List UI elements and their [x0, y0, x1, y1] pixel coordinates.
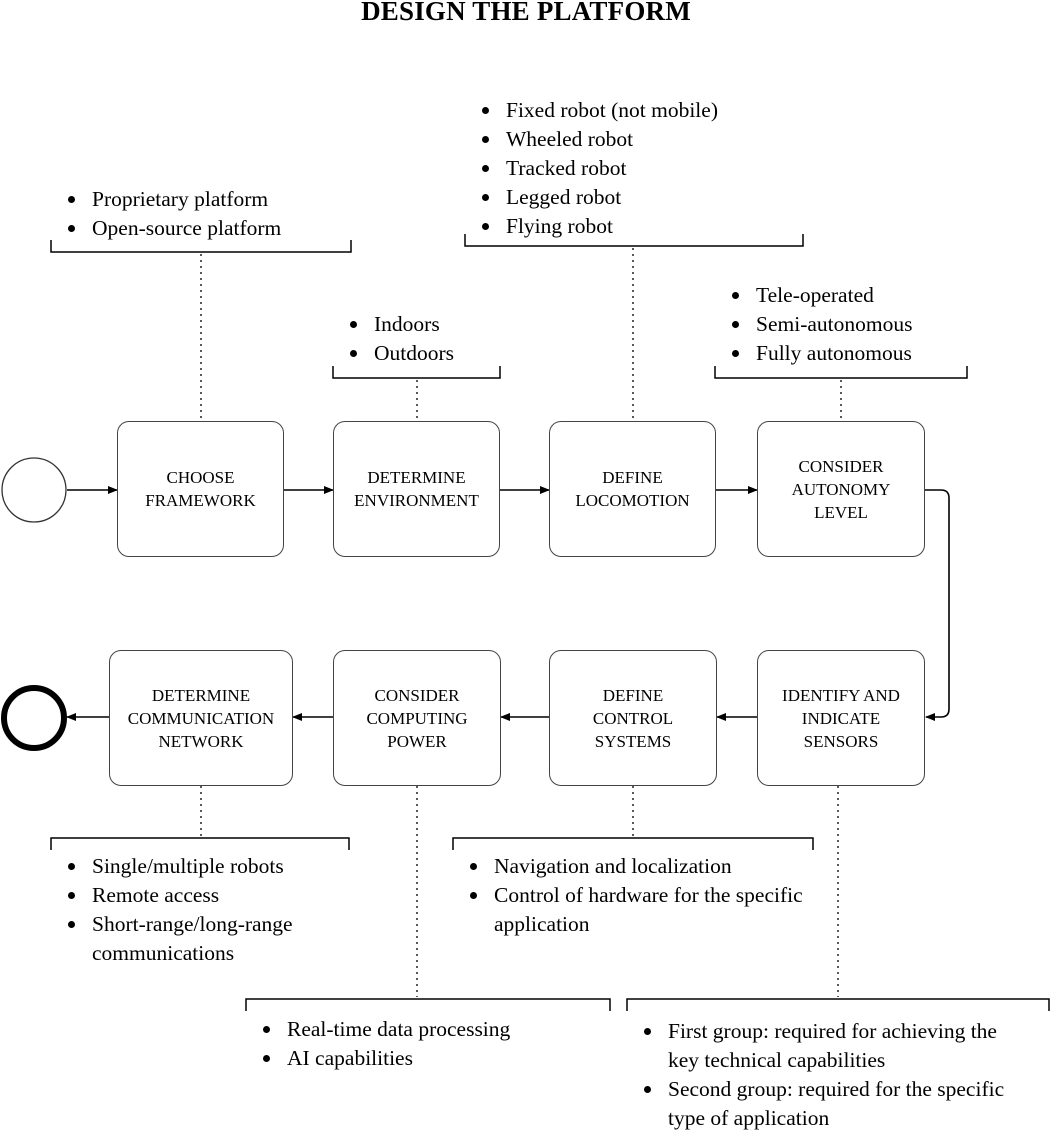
- notes-locomotion: Fixed robot (not mobile) Wheeled robot T…: [465, 96, 805, 241]
- step-identify-sensors: IDENTIFY AND INDICATE SENSORS: [757, 650, 925, 786]
- bracket-control: [452, 837, 814, 850]
- bracket-locomotion: [464, 234, 804, 247]
- list-item: Wheeled robot: [465, 125, 805, 154]
- list-item: Second group: required for the specific …: [627, 1075, 1032, 1133]
- bracket-communication: [50, 837, 350, 850]
- step-label: IDENTIFY AND INDICATE SENSORS: [782, 685, 900, 751]
- list-item: Legged robot: [465, 183, 805, 212]
- step-label: CONSIDER AUTONOMY LEVEL: [791, 456, 891, 522]
- list-item: First group: required for achieving the …: [627, 1017, 1032, 1075]
- bracket-framework: [50, 240, 352, 253]
- list-item: Tele-operated: [715, 281, 1015, 310]
- end-event: [1, 685, 67, 751]
- step-label: DETERMINE COMMUNICATION NETWORK: [127, 685, 275, 751]
- step-label: DETERMINE ENVIRONMENT: [354, 468, 479, 510]
- step-define-control-systems: DEFINE CONTROL SYSTEMS: [549, 650, 717, 786]
- diagram-title: DESIGN THE PLATFORM: [361, 0, 691, 26]
- step-determine-communication-network: DETERMINE COMMUNICATION NETWORK: [109, 650, 293, 786]
- start-event: [1, 457, 67, 523]
- list-item: Real-time data processing: [246, 1015, 606, 1044]
- list-item: Control of hardware for the specific app…: [453, 881, 808, 939]
- notes-sensors: First group: required for achieving the …: [627, 1017, 1032, 1133]
- flow-autonomy-sensors: [925, 489, 950, 721]
- bracket-sensors: [626, 998, 1050, 1011]
- list-item: Outdoors: [333, 339, 533, 368]
- step-label: DEFINE CONTROL SYSTEMS: [592, 685, 674, 751]
- notes-framework: Proprietary platform Open-source platfor…: [51, 185, 371, 243]
- step-label: DEFINE LOCOMOTION: [575, 468, 690, 510]
- list-item: AI capabilities: [246, 1044, 606, 1073]
- notes-communication: Single/multiple robots Remote access Sho…: [51, 852, 361, 968]
- notes-control: Navigation and localization Control of h…: [453, 852, 808, 939]
- notes-environment: Indoors Outdoors: [333, 310, 533, 368]
- list-item: Remote access: [51, 881, 361, 910]
- list-item: Open-source platform: [51, 214, 371, 243]
- step-consider-computing-power: CONSIDER COMPUTING POWER: [333, 650, 501, 786]
- step-label: CHOOSE FRAMEWORK: [145, 468, 256, 510]
- bracket-environment: [332, 366, 501, 379]
- list-item: Fully autonomous: [715, 339, 1015, 368]
- step-define-locomotion: DEFINE LOCOMOTION: [549, 421, 716, 557]
- bracket-computing: [245, 998, 611, 1011]
- list-item: Tracked robot: [465, 154, 805, 183]
- list-item: Semi-autonomous: [715, 310, 1015, 339]
- notes-computing: Real-time data processing AI capabilitie…: [246, 1015, 606, 1073]
- bracket-autonomy: [714, 366, 968, 379]
- step-determine-environment: DETERMINE ENVIRONMENT: [333, 421, 500, 557]
- step-label: CONSIDER COMPUTING POWER: [366, 685, 468, 751]
- notes-autonomy: Tele-operated Semi-autonomous Fully auto…: [715, 281, 1015, 368]
- list-item: Indoors: [333, 310, 533, 339]
- step-choose-framework: CHOOSE FRAMEWORK: [117, 421, 284, 557]
- list-item: Proprietary platform: [51, 185, 371, 214]
- list-item: Single/multiple robots: [51, 852, 361, 881]
- list-item: Flying robot: [465, 212, 805, 241]
- step-consider-autonomy-level: CONSIDER AUTONOMY LEVEL: [757, 421, 925, 557]
- list-item: Fixed robot (not mobile): [465, 96, 805, 125]
- list-item: Short-range/long-range communications: [51, 910, 361, 968]
- list-item: Navigation and localization: [453, 852, 808, 881]
